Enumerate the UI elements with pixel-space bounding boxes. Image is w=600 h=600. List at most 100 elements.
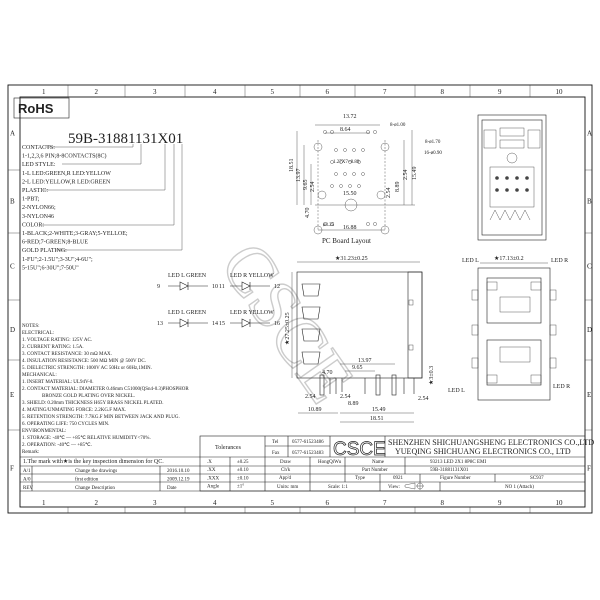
revision-date: 2009.12.19 [167,478,190,483]
column-marker: 3 [153,88,157,96]
pcb-dim-16-d0-90: 16-ø0.90 [424,151,442,156]
draw-label: Draw [280,460,291,465]
pin-hole-icon [352,148,356,152]
revision-number: REV [23,486,33,491]
pcb-dim-4-70: 4.70 [305,208,311,219]
pin-hole-icon [348,160,352,164]
contact-dot-icon [495,188,499,192]
column-marker: 5 [271,88,275,96]
pin-hole-icon [334,148,338,152]
column-marker: 5 [271,499,275,507]
row-marker: A [10,130,15,138]
key-mark-note: 1.The mark with★is the key inspection di… [23,458,164,465]
spec-line: 2-NYLON66; [22,205,56,211]
scale-label: Scale: 1:1 [328,485,348,490]
pin-hole-icon [334,172,338,176]
pcb-dim-2-54c: 2.54 [386,188,392,199]
part-number-label: Part Number [362,468,388,473]
pcb-dim-2-54a: 2.54 [310,182,316,193]
front-dim-15-49: 15.49 [372,407,386,413]
revision-date: 2016.10.10 [167,469,190,474]
top-view [477,114,547,241]
tolerance-value: ±0.10 [237,476,249,481]
pcb-dim-13-72: 13.72 [343,114,357,120]
column-marker: 4 [213,88,217,96]
diode-icon [168,318,208,328]
row-marker: F [10,465,14,473]
tel-value: 0577-61523486 [292,440,324,445]
pin-hole-icon [352,172,356,176]
led-pin-hole-icon [330,130,334,134]
tolerance-value: ±0.10 [237,468,249,473]
column-marker: 10 [556,499,564,507]
revision-description: Change the drawings [75,469,117,474]
tolerance-key: .XXX [207,476,219,481]
contact-dot-icon [495,176,499,180]
pcb-dim-18-51: 18.51 [289,159,295,173]
note-line: 5. RETENTION STRENGTH: 7.7KG.F MIN BETWE… [22,415,180,420]
column-marker: 6 [326,499,330,507]
pcb-dim-9-65: 9.65 [303,180,309,191]
bottom-view: LED L ★17.13±0.2 LED R LED L LED R [448,255,570,401]
pin-hole-icon [339,160,343,164]
note-line: 2. CONTACT MATERIAL: DIAMETER 0.46mm C51… [22,387,189,392]
led-pin-hole-icon [366,130,370,134]
led-pin: 16 [274,321,280,327]
led-pin-hole-icon [330,222,334,226]
tolerance-header: Tolerances [215,445,242,451]
part-number-value: 59B-31881131X01 [430,468,469,473]
row-marker: D [10,326,15,334]
contact-dot-icon [525,188,529,192]
pin-hole-icon [330,184,334,188]
front-dim-width: ★31.23±0.25 [335,255,368,262]
contact-dot-icon [505,188,509,192]
column-marker: 6 [326,88,330,96]
contact-dot-icon [505,176,509,180]
pc-board-layout: 13.72 8.64 8-ø1.00 8-ø1.70 16-ø0.90 1.27… [289,114,442,245]
pcb-layout-title: PC Board Layout [322,237,371,245]
spec-line: 5-15U";6-30U";7-50U" [22,265,79,271]
tolerance-key: .X [207,460,212,465]
row-marker: B [587,198,592,206]
part-code: 59B-31881131X01 [68,131,183,147]
inner-frame [19,96,586,508]
pin-hole-icon [357,160,361,164]
spec-line: GOLD PLATING: [22,248,67,254]
pcb-dim-pitch: 1.27X7=8.89 [333,160,360,165]
title-block: 1.The mark with★is the key inspection di… [20,435,594,492]
front-dim-2-54b: 2.54 [340,394,351,400]
led-pin-hole-icon [323,222,327,226]
diode-icon [168,281,208,291]
led-pin-hole-icon [323,130,327,134]
appd-label: App'd [279,476,292,481]
spec-line: LED STYLE: [22,162,56,168]
front-dim-2-54c: 2.54 [418,396,429,402]
pcb-dim-15-50: 15.50 [343,191,357,197]
column-marker: 1 [42,88,46,96]
company-name-1: SHENZHEN SHICHUANGSHENG ELECTRONICS CO.,… [388,438,594,447]
mounting-hole-icon [317,190,327,200]
note-line: 5. DIELECTRIC STRENGTH: 1000V AC 50Hz or… [22,366,152,371]
note-line: 3. CONTACT RESISTANCE: 30 mΩ MAX. [22,352,112,357]
column-marker: 7 [383,499,387,507]
led-pin: 9 [157,284,160,290]
mounting-hole-icon [376,190,386,200]
pin-hole-icon [361,148,365,152]
pcb-dim-8-89: 8.89 [395,182,401,193]
tolerance-key: Angle [207,485,220,490]
row-marker: D [587,326,592,334]
pcb-dim-15-49: 15.49 [412,167,418,181]
row-marker: B [10,198,15,206]
tel-label: Tel [272,440,279,445]
column-marker: 2 [95,499,99,507]
row-marker: A [587,130,592,138]
revision-date: Date [167,486,177,491]
note-line: 1. VOLTAGE RATING: 125V AC. [22,338,92,343]
led-pin: 10 [212,284,218,290]
column-marker: 2 [95,88,99,96]
spec-line: 1-FU";2-1.5U";3-3U";4-6U"; [22,257,93,263]
revision-description: Change Description [75,486,115,491]
spec-line: COLOR: [22,222,44,228]
